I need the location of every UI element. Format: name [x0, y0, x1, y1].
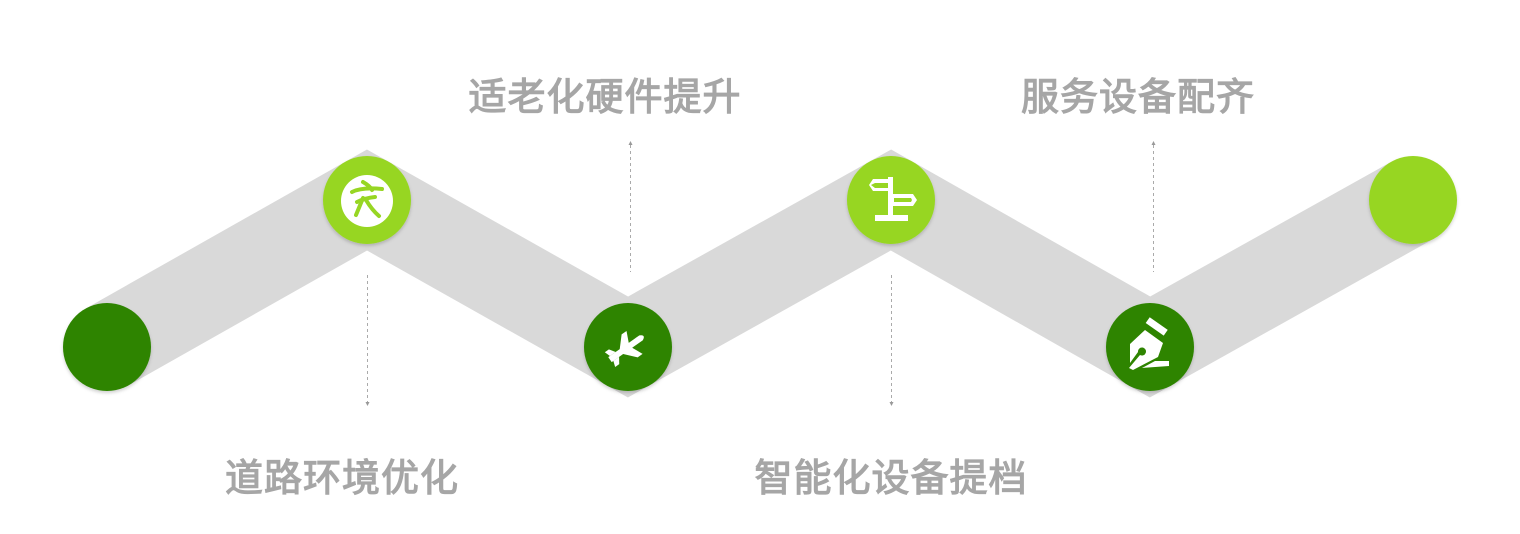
arrow-down-icon [365, 402, 370, 406]
fountain-pen-icon [1129, 317, 1169, 370]
step-6-circle [1369, 156, 1457, 244]
arrow-up-icon [628, 141, 633, 145]
label-step-5: 智能化设备提档 [754, 456, 1028, 500]
airplane-icon [604, 330, 644, 367]
arrow-down-icon [889, 402, 894, 406]
step-1-circle [63, 303, 151, 391]
zigzag-band [85, 149, 1435, 398]
signpost-icon [869, 177, 917, 221]
badminton-ball-icon [341, 175, 393, 227]
label-step-6: 服务设备配齐 [1020, 75, 1256, 119]
arrow-up-icon [1151, 141, 1156, 145]
label-step-3: 适老化硬件提升 [468, 75, 742, 119]
label-step-1: 道路环境优化 [224, 456, 460, 500]
